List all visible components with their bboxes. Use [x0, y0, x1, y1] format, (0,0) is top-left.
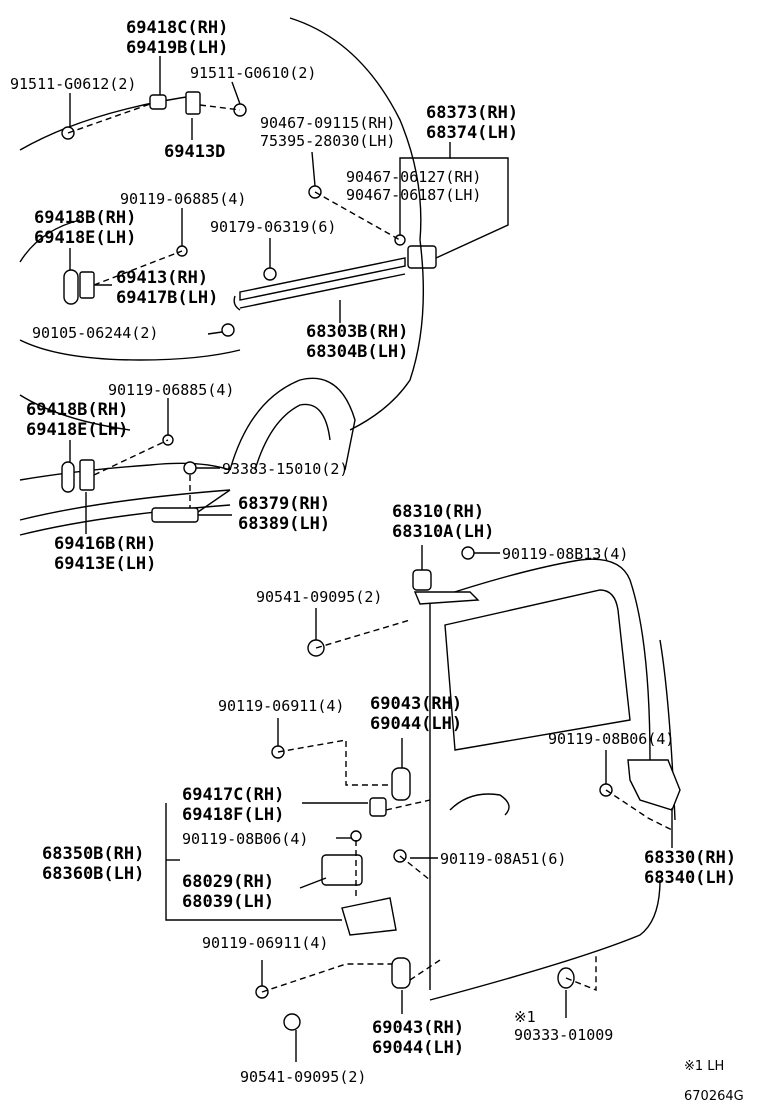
part-number: 90467-06187(LH) [346, 186, 482, 204]
part-number: 69418B(RH) [26, 400, 129, 420]
part-number: 69043(RH) [370, 694, 463, 714]
part-number: 90119-08B06(4) [182, 830, 309, 848]
lower-leaders-dashed [261, 619, 673, 993]
part-number: 90467-09115(RH) [260, 114, 396, 132]
part-number: 69418E(LH) [34, 228, 137, 248]
part-number: 90119-06911(4) [218, 697, 345, 715]
part-number: 68303B(RH) [306, 322, 409, 342]
lower-leader-lines [165, 545, 673, 1062]
part-label-90541-09095-lower: 90541-09095(2) [240, 1068, 366, 1086]
part-label-69043-lower: 69043(RH) 69044(LH) [372, 1018, 464, 1058]
footnote-text: ※1 LH [684, 1059, 725, 1074]
upper-leaders [67, 103, 401, 508]
part-number: 91511-G0612(2) [10, 75, 137, 93]
part-number: 90541-09095(2) [256, 588, 383, 606]
part-number: 68039(LH) [182, 892, 275, 912]
upper-leader-lines [69, 56, 509, 534]
part-number: 93383-15010(2) [222, 460, 349, 478]
diagram-code: 670264G [684, 1089, 744, 1104]
part-number: 90105-06244(2) [32, 324, 159, 342]
part-label-90333-01009: ※1 90333-01009 [514, 1008, 613, 1044]
part-number: 90179-06319(6) [210, 218, 337, 236]
part-label-91511-g0610: 91511-G0610(2) [190, 64, 316, 82]
part-number: 69413(RH) [116, 268, 209, 288]
part-label-69417c: 69417C(RH) 69418F(LH) [182, 785, 284, 825]
part-label-90179-06319: 90179-06319(6) [210, 218, 336, 236]
part-number: 69418B(RH) [34, 208, 137, 228]
part-number: 90333-01009 [514, 1026, 614, 1044]
part-number: 69044(LH) [372, 1038, 465, 1058]
part-number: 68310A(LH) [392, 522, 495, 542]
part-label-90119-06885-lower: 90119-06885(4) [108, 381, 234, 399]
part-label-90119-08b13: 90119-08B13(4) [502, 545, 628, 563]
part-number: 69418F(LH) [182, 805, 285, 825]
diagram-id: 670264G [684, 1088, 744, 1106]
part-number: 90541-09095(2) [240, 1068, 367, 1086]
part-label-69413: 69413(RH) 69417B(LH) [116, 268, 218, 308]
part-label-91511-g0612: 91511-G0612(2) [10, 75, 136, 93]
part-label-68029: 68029(RH) 68039(LH) [182, 872, 274, 912]
part-number: 90119-06911(4) [202, 934, 329, 952]
part-number: 90119-08B06(4) [548, 730, 675, 748]
part-number: 91511-G0610(2) [190, 64, 317, 82]
part-number: 69418C(RH) [126, 18, 229, 38]
footnote-legend: ※1 LH [684, 1058, 724, 1076]
part-label-90119-06885-upper: 90119-06885(4) [120, 190, 246, 208]
part-number: 69413D [164, 142, 226, 162]
part-label-90105-06244: 90105-06244(2) [32, 324, 158, 342]
part-label-90119-08b06-left: 90119-08B06(4) [182, 830, 308, 848]
part-label-69043-upper: 69043(RH) 69044(LH) [370, 694, 462, 734]
part-label-90119-08a51: 90119-08A51(6) [440, 850, 566, 868]
part-number: 90119-06885(4) [120, 190, 247, 208]
part-number: 69413E(LH) [54, 554, 157, 574]
part-number: 69417B(LH) [116, 288, 219, 308]
part-number: 68389(LH) [238, 514, 331, 534]
part-number: 69044(LH) [370, 714, 463, 734]
part-number: 90119-08B13(4) [502, 545, 629, 563]
part-label-93383-15010: 93383-15010(2) [222, 460, 348, 478]
body-outline [19, 17, 425, 536]
part-number: 68330(RH) [644, 848, 737, 868]
part-number: 68310(RH) [392, 502, 485, 522]
part-number: 90467-06127(RH) [346, 168, 482, 186]
part-label-69416b: 69416B(RH) 69413E(LH) [54, 534, 156, 574]
part-label-68330: 68330(RH) 68340(LH) [644, 848, 736, 888]
part-label-68310: 68310(RH) 68310A(LH) [392, 502, 494, 542]
part-label-90467-06127: 90467-06127(RH) 90467-06187(LH) [346, 168, 481, 204]
footnote-marker: ※1 [514, 1008, 536, 1026]
part-label-90119-06911-lower: 90119-06911(4) [202, 934, 328, 952]
part-label-68303b: 68303B(RH) 68304B(LH) [306, 322, 408, 362]
part-number: 69419B(LH) [126, 38, 229, 58]
part-label-69418c: 69418C(RH) 69419B(LH) [126, 18, 228, 58]
part-label-69418b-lower: 69418B(RH) 69418E(LH) [26, 400, 128, 440]
part-label-90119-08b06-right: 90119-08B06(4) [548, 730, 674, 748]
part-number: 68350B(RH) [42, 844, 145, 864]
part-number: 69417C(RH) [182, 785, 285, 805]
part-label-90467-09115: 90467-09115(RH) 75395-28030(LH) [260, 114, 395, 150]
upper-rail [233, 245, 437, 311]
part-number: 68374(LH) [426, 123, 519, 143]
part-number: 68360B(LH) [42, 864, 145, 884]
part-number: 75395-28030(LH) [260, 132, 396, 150]
part-number: 69416B(RH) [54, 534, 157, 554]
part-number: 69043(RH) [372, 1018, 465, 1038]
part-label-68350b: 68350B(RH) 68360B(LH) [42, 844, 144, 884]
part-label-69413d: 69413D [164, 142, 225, 162]
part-number: 90119-08A51(6) [440, 850, 567, 868]
lower-fasteners [255, 546, 681, 1031]
part-label-69418b-upper: 69418B(RH) 69418E(LH) [34, 208, 136, 248]
part-number: 68379(RH) [238, 494, 331, 514]
part-number: 69418E(LH) [26, 420, 129, 440]
part-label-90541-09095-upper: 90541-09095(2) [256, 588, 382, 606]
part-number: 90119-06885(4) [108, 381, 235, 399]
part-number: 68304B(LH) [306, 342, 409, 362]
part-label-90119-06911-upper: 90119-06911(4) [218, 697, 344, 715]
part-number: 68340(LH) [644, 868, 737, 888]
part-number: 68029(RH) [182, 872, 275, 892]
part-number: 68373(RH) [426, 103, 519, 123]
part-label-68373: 68373(RH) 68374(LH) [426, 103, 518, 143]
part-label-68379: 68379(RH) 68389(LH) [238, 494, 330, 534]
